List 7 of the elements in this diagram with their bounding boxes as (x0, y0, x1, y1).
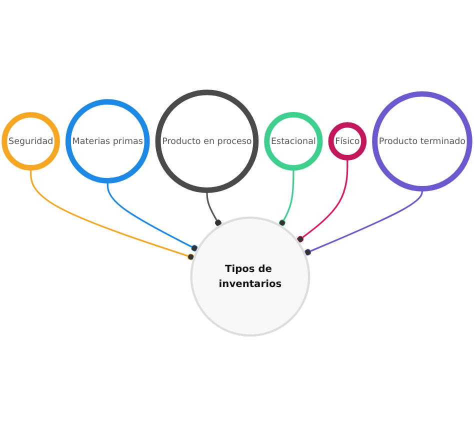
node-circle: Físico (328, 122, 367, 161)
node-circle: Seguridad (2, 112, 60, 171)
node-circle: Producto terminado (372, 91, 472, 192)
node-circle: Tipos de inventarios (190, 216, 310, 337)
node-circle: Materias primas (65, 99, 150, 184)
node-circle: Estacional (264, 112, 323, 171)
node-circle: Producto en proceso (155, 90, 259, 194)
